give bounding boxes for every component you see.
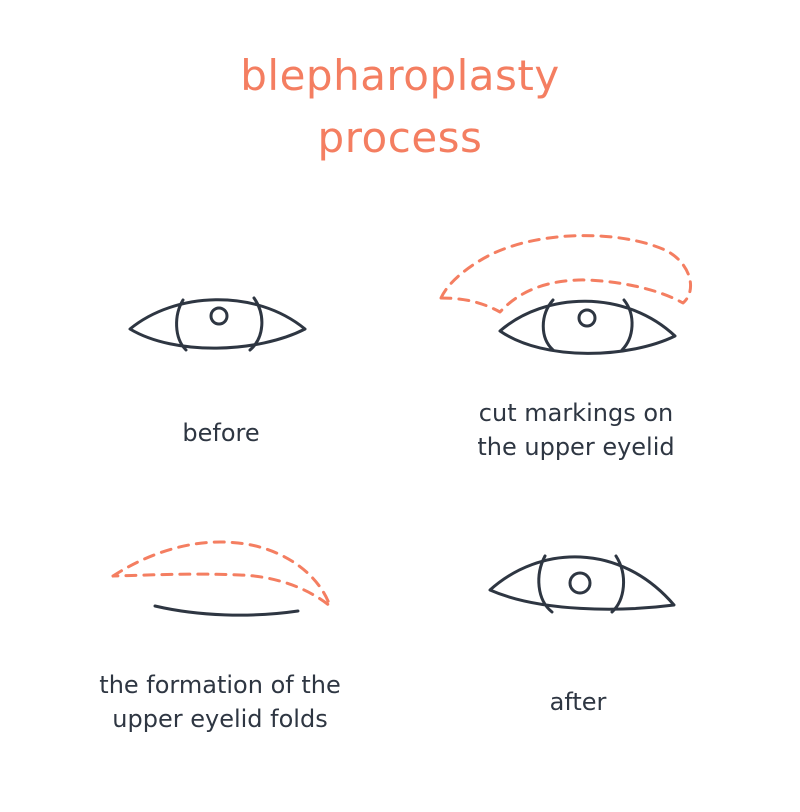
label-line: the upper eyelid [477,433,675,461]
iris-left-arc [541,298,555,352]
stage-before-eye-icon [128,296,307,352]
stage-eyelid-folds-label: the formation of the upper eyelid folds [40,668,400,736]
pupil [568,571,592,595]
iris-right-arc [620,298,634,352]
label-line: cut markings on [478,399,674,427]
iris-left-arc [537,554,554,614]
stage-eyelid-folds-icon [111,540,332,617]
closed-eyelid-line [153,604,300,617]
label-line: before [182,419,260,447]
eye-outline [488,555,676,611]
dashed-fold-marking [111,540,332,608]
stage-after-label: after [398,685,758,719]
stage-cut-markings-icon [439,234,693,355]
pupil [577,308,597,328]
stage-after-eye-icon [488,554,676,614]
label-line: after [549,688,607,716]
stage-before-label: before [41,416,401,450]
diagram-title-line-2: process [317,113,483,162]
pupil [209,306,229,326]
diagram-title-line-1: blepharoplasty [240,51,560,100]
iris-left-arc [175,298,188,352]
iris-right-arc [248,296,264,352]
label-line: upper eyelid folds [112,705,328,733]
label-line: the formation of the [99,671,341,699]
iris-right-arc [610,554,626,614]
stage-cut-markings-label: cut markings on the upper eyelid [396,396,756,464]
dashed-cut-marking [439,234,693,314]
